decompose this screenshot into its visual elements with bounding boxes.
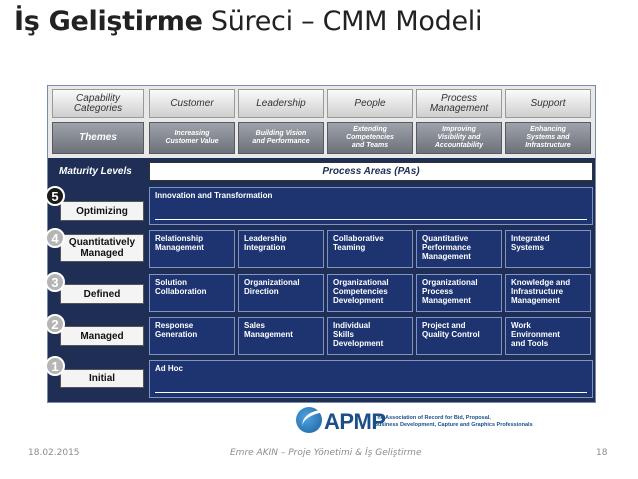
slide-title-bold: İş Geliştirme: [14, 6, 203, 37]
theme-process-management: Improving Visibility and Accountability: [416, 122, 502, 154]
pa-work-environment-tools: Work Environment and Tools: [505, 317, 591, 355]
theme-customer: Increasing Customer Value: [149, 122, 235, 154]
level-5-label: Optimizing: [60, 201, 144, 221]
level-3-label: Defined: [60, 284, 144, 304]
pa-integrated-systems: Integrated Systems: [505, 230, 591, 268]
maturity-levels-label: Maturity Levels: [59, 165, 132, 177]
pa-leadership-integration: Leadership Integration: [238, 230, 324, 268]
pa-relationship-management: Relationship Management: [149, 230, 235, 268]
capability-process-management: Process Management: [416, 89, 502, 118]
level-5-number: 5: [45, 186, 65, 206]
pa-response-generation: Response Generation: [149, 317, 235, 355]
level-4-label: Quantitatively Managed: [60, 234, 144, 262]
themes-label: Themes: [52, 122, 144, 154]
pa-underline: [155, 219, 587, 220]
pa-organizational-process-management: Organizational Process Management: [416, 274, 502, 312]
pa-project-quality-control: Project and Quality Control: [416, 317, 502, 355]
theme-people: Extending Competencies and Teams: [327, 122, 413, 154]
capability-customer: Customer: [149, 89, 235, 118]
pa-underline: [155, 392, 587, 393]
pa-sales-management: Sales Management: [238, 317, 324, 355]
footer-date: 18.02.2015: [28, 448, 80, 458]
footer-author: Emre AKIN – Proje Yönetimi & İş Geliştir…: [230, 448, 422, 458]
pa-solution-collaboration: Solution Collaboration: [149, 274, 235, 312]
apmp-logo-text: APMP: [324, 409, 386, 434]
pa-collaborative-teaming: Collaborative Teaming: [327, 230, 413, 268]
level-2-number: 2: [45, 314, 65, 334]
pa-level-5-innovation: Innovation and Transformation: [149, 187, 593, 225]
cmm-model-figure: Capability Categories Customer Leadershi…: [45, 85, 596, 403]
level-2-label: Managed: [60, 326, 144, 346]
pa-quantitative-performance-management: Quantitative Performance Management: [416, 230, 502, 268]
apmp-swoosh-icon: [296, 407, 322, 433]
pa-level-5-innovation-text: Innovation and Transformation: [155, 191, 273, 200]
footer-page-number: 18: [596, 448, 608, 458]
slide-title-rest: Süreci – CMM Modeli: [202, 6, 483, 37]
capability-support: Support: [505, 89, 591, 118]
theme-leadership: Building Vision and Performance: [238, 122, 324, 154]
apmp-logo: APMP The Association of Record for Bid, …: [296, 405, 586, 441]
pa-knowledge-infrastructure-management: Knowledge and Infrastructure Management: [505, 274, 591, 312]
capability-leadership: Leadership: [238, 89, 324, 118]
level-4-number: 4: [45, 228, 65, 248]
pa-level-1-ad-hoc: Ad Hoc: [149, 360, 593, 398]
capability-categories-label: Capability Categories: [52, 89, 144, 118]
theme-support: Enhancing Systems and Infrastructure: [505, 122, 591, 154]
slide-title: İş Geliştirme Süreci – CMM Modeli: [14, 6, 482, 37]
pa-individual-skills-development: Individual Skills Development: [327, 317, 413, 355]
process-areas-header: Process Areas (PAs): [149, 162, 593, 181]
pa-organizational-competencies-development: Organizational Competencies Development: [327, 274, 413, 312]
level-3-number: 3: [45, 272, 65, 292]
apmp-tagline: The Association of Record for Bid, Propo…: [374, 415, 533, 428]
pa-organizational-direction: Organizational Direction: [238, 274, 324, 312]
level-1-number: 1: [45, 356, 65, 376]
pa-level-1-ad-hoc-text: Ad Hoc: [155, 364, 183, 373]
capability-people: People: [327, 89, 413, 118]
level-1-label: Initial: [60, 369, 144, 388]
